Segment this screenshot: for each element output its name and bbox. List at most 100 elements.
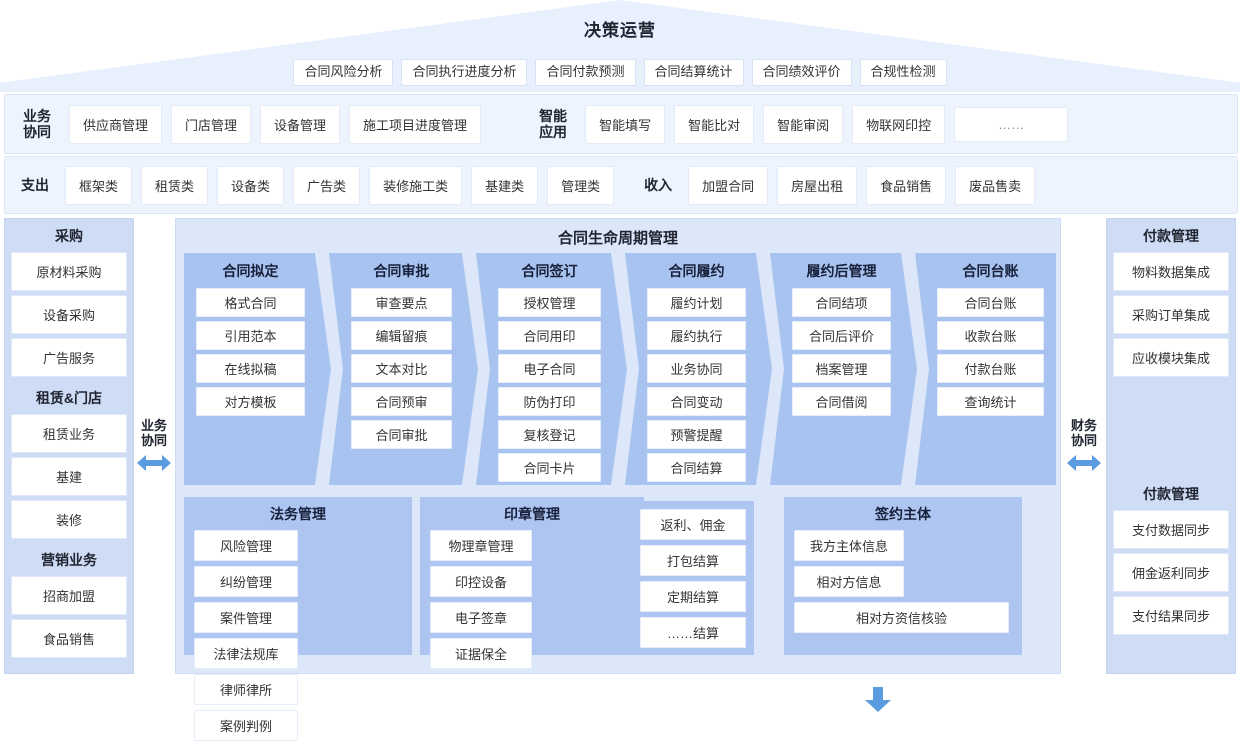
expenditure-item[interactable]: 广告类 [293,165,361,205]
smart-app-item[interactable]: 智能比对 [674,104,755,144]
decision-chip[interactable]: 合同风险分析 [293,59,394,86]
settlement-item-……结算[interactable]: ……结算 [640,617,746,648]
seal-item-证据保全[interactable]: 证据保全 [430,638,532,669]
stage-item-审查要点[interactable]: 审查要点 [351,288,452,317]
legal-item-纠纷管理[interactable]: 纠纷管理 [194,566,298,597]
stage-item-授权管理[interactable]: 授权管理 [498,288,601,317]
smart-app-item[interactable]: …… [954,106,1069,142]
sidebar-item-支付结果同步[interactable]: 支付结果同步 [1113,596,1229,635]
decision-chip[interactable]: 合同结算统计 [643,59,744,86]
sidebar-group-title: 付款管理 [1143,486,1199,502]
sidebar-item-食品销售[interactable]: 食品销售 [11,619,127,658]
settlement-item-打包结算[interactable]: 打包结算 [640,545,746,576]
collab-item[interactable]: 施工项目进度管理 [349,104,482,144]
stage-item-合同结项[interactable]: 合同结项 [792,288,891,317]
decision-chip[interactable]: 合同付款预测 [535,59,636,86]
collab-item[interactable]: 门店管理 [171,104,252,144]
sidebar-item-设备采购[interactable]: 设备采购 [11,295,127,334]
income-item[interactable]: 房屋出租 [777,165,858,205]
sidebar-item-应收模块集成[interactable]: 应收模块集成 [1113,338,1229,377]
stage-item-复核登记[interactable]: 复核登记 [498,420,601,449]
seal-item-物理章管理[interactable]: 物理章管理 [430,530,532,561]
expenditure-item[interactable]: 框架类 [65,165,133,205]
stage-item-合同预审[interactable]: 合同预审 [351,387,452,416]
sidebar-item-装修[interactable]: 装修 [11,500,127,539]
collab-items-left: 供应商管理门店管理设备管理施工项目进度管理 [69,104,482,144]
legal-item-律师律所[interactable]: 律师律所 [194,674,298,705]
sidebar-item-广告服务[interactable]: 广告服务 [11,338,127,377]
party-item-我方主体信息[interactable]: 我方主体信息 [794,530,904,561]
collab-item[interactable]: 供应商管理 [69,104,163,144]
expenditure-item[interactable]: 租赁类 [141,165,209,205]
stage-item-对方模板[interactable]: 对方模板 [196,387,305,416]
party-item-相对方资信核验[interactable]: 相对方资信核验 [794,602,1009,633]
legal-item-风险管理[interactable]: 风险管理 [194,530,298,561]
sidebar-item-物料数据集成[interactable]: 物料数据集成 [1113,252,1229,291]
smart-app-item[interactable]: 物联网印控 [852,104,946,144]
decision-chip[interactable]: 合规性检测 [859,59,947,86]
stage-item-档案管理[interactable]: 档案管理 [792,354,891,383]
stage-item-合同用印[interactable]: 合同用印 [498,321,601,350]
stage-item-合同审批[interactable]: 合同审批 [351,420,452,449]
legal-item-案例判例[interactable]: 案例判例 [194,710,298,741]
block-title: 签约主体 [875,506,931,522]
smart-app-item[interactable]: 智能填写 [585,104,666,144]
right-finance-column: 付款管理物料数据集成采购订单集成应收模块集成付款管理支付数据同步佣金返利同步支付… [1106,218,1236,674]
sidebar-item-支付数据同步[interactable]: 支付数据同步 [1113,510,1229,549]
stage-item-引用范本[interactable]: 引用范本 [196,321,305,350]
sidebar-item-原材料采购[interactable]: 原材料采购 [11,252,127,291]
stage-item-在线拟稿[interactable]: 在线拟稿 [196,354,305,383]
sidebar-item-佣金返利同步[interactable]: 佣金返利同步 [1113,553,1229,592]
stage-item-文本对比[interactable]: 文本对比 [351,354,452,383]
stage-item-收款台账[interactable]: 收款台账 [937,321,1044,350]
stage-item-格式合同[interactable]: 格式合同 [196,288,305,317]
stage-item-付款台账[interactable]: 付款台账 [937,354,1044,383]
stage-item-业务协同[interactable]: 业务协同 [647,354,746,383]
expenditure-item[interactable]: 装修施工类 [369,165,463,205]
settlement-item-返利、佣金[interactable]: 返利、佣金 [640,509,746,540]
stage-item-合同台账[interactable]: 合同台账 [937,288,1044,317]
stage-item-查询统计[interactable]: 查询统计 [937,387,1044,416]
right-collab-gutter: 财务 协同 [1066,218,1102,674]
legal-management-block: 法务管理风险管理纠纷管理案件管理法律法规库律师律所案例判例 [184,497,412,741]
stage-item-合同后评价[interactable]: 合同后评价 [792,321,891,350]
party-item-相对方信息[interactable]: 相对方信息 [794,566,904,597]
stage-item-履约执行[interactable]: 履约执行 [647,321,746,350]
sidebar-item-采购订单集成[interactable]: 采购订单集成 [1113,295,1229,334]
stage-item-电子合同[interactable]: 电子合同 [498,354,601,383]
smart-app-item[interactable]: 智能审阅 [763,104,844,144]
seal-item-印控设备[interactable]: 印控设备 [430,566,532,597]
stage-item-合同变动[interactable]: 合同变动 [647,387,746,416]
decision-chip[interactable]: 合同执行进度分析 [401,59,528,86]
settlement-item-定期结算[interactable]: 定期结算 [640,581,746,612]
stage-item-合同结算[interactable]: 合同结算 [647,453,746,482]
legal-item-案件管理[interactable]: 案件管理 [194,602,298,633]
left-collab-gutter: 业务 协同 [136,218,172,674]
expenditure-item[interactable]: 基建类 [471,165,539,205]
stage-item-编辑留痕[interactable]: 编辑留痕 [351,321,452,350]
lifecycle-stage-履约后管理: 履约后管理合同结项合同后评价档案管理合同借阅 [770,253,917,485]
stage-item-预警提醒[interactable]: 预警提醒 [647,420,746,449]
stage-item-合同借阅[interactable]: 合同借阅 [792,387,891,416]
decision-chip[interactable]: 合同绩效评价 [751,59,852,86]
sidebar-item-招商加盟[interactable]: 招商加盟 [11,576,127,615]
sidebar-item-租赁业务[interactable]: 租赁业务 [11,414,127,453]
expenditure-item[interactable]: 设备类 [217,165,285,205]
lifecycle-stage-合同签订: 合同签订授权管理合同用印电子合同防伪打印复核登记合同卡片 [476,253,627,485]
expenditure-item[interactable]: 管理类 [547,165,615,205]
decision-chip-list: 合同风险分析合同执行进度分析合同付款预测合同结算统计合同绩效评价合规性检测 [0,59,1240,86]
collab-item[interactable]: 设备管理 [260,104,341,144]
lifecycle-stage-row: 合同拟定格式合同引用范本在线拟稿对方模板合同审批审查要点编辑留痕文本对比合同预审… [184,253,1056,485]
seal-item-电子签章[interactable]: 电子签章 [430,602,532,633]
income-item[interactable]: 废品售卖 [955,165,1036,205]
income-item[interactable]: 食品销售 [866,165,947,205]
sidebar-item-基建[interactable]: 基建 [11,457,127,496]
stage-item-防伪打印[interactable]: 防伪打印 [498,387,601,416]
stage-item-合同卡片[interactable]: 合同卡片 [498,453,601,482]
income-item[interactable]: 加盟合同 [688,165,769,205]
legal-item-法律法规库[interactable]: 法律法规库 [194,638,298,669]
stage-item-履约计划[interactable]: 履约计划 [647,288,746,317]
lifecycle-title: 合同生命周期管理 [557,230,678,247]
double-arrow-icon [1067,455,1101,472]
